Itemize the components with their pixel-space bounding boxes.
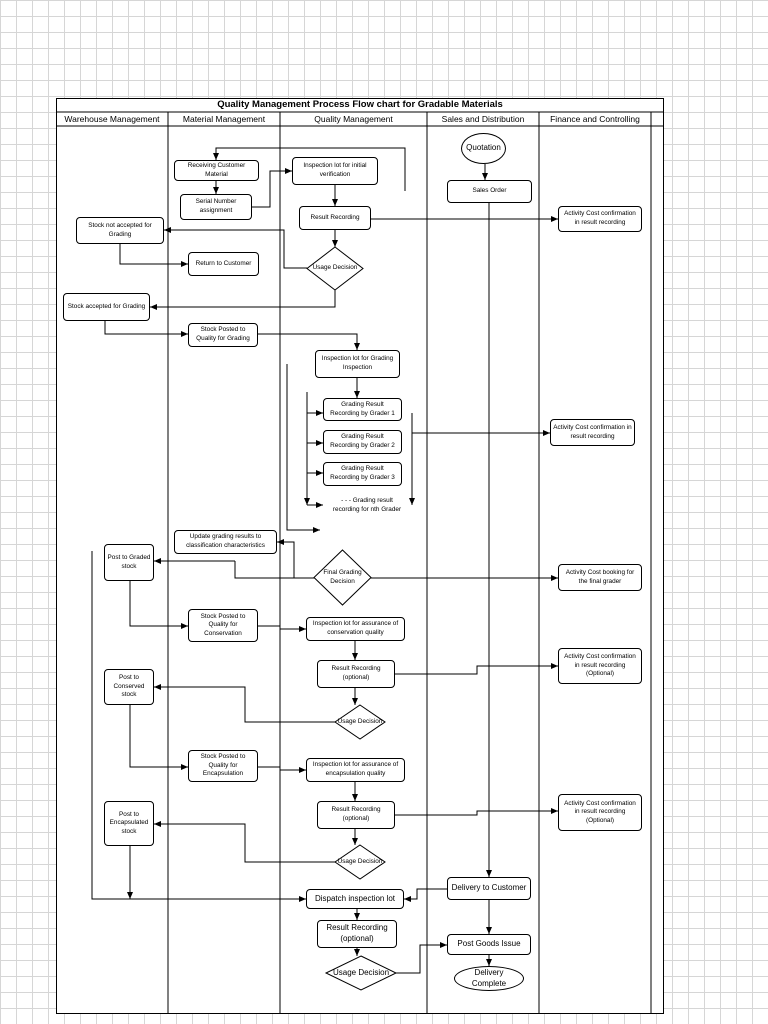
lane-header-sales: Sales and Distribution (441, 114, 525, 124)
inspection-lot-initial-node: Inspection lot for initial verification (292, 157, 378, 185)
stock-not-accepted-node: Stock not accepted for Grading (76, 217, 164, 244)
result-recording-node: Result Recording (299, 206, 371, 230)
post-conserved-stock-node: Post to Conserved stock (104, 669, 154, 705)
inspection-lot-conservation-node: Inspection lot for assurance of conserva… (306, 617, 405, 641)
return-to-customer-node: Return to Customer (188, 252, 259, 276)
usage-decision-diamond-3: Usage Decision (334, 844, 386, 880)
final-grading-label: Final Grading Decision (323, 569, 362, 585)
quotation-node: Quotation (461, 133, 506, 164)
usage-decision-label-3: Usage Decision (337, 857, 383, 865)
usage-decision-label-1: Usage Decision (312, 264, 358, 272)
activity-cost-confirmation-node: Activity Cost confirmation in result rec… (558, 206, 642, 232)
grader-1-node: Grading Result Recording by Grader 1 (323, 398, 402, 421)
result-recording-optional-node-2: Result Recording (optional) (317, 801, 395, 829)
result-recording-optional-node-1: Result Recording (optional) (317, 660, 395, 688)
usage-decision-label-2: Usage Decision (337, 717, 383, 725)
grader-nth-node: - - - Grading result recording for nth G… (332, 497, 402, 513)
receiving-material-node: Receiving Customer Material (174, 160, 259, 181)
lane-header-material: Material Management (182, 114, 266, 124)
inspection-lot-grading-node: Inspection lot for Grading Inspection (315, 350, 400, 378)
usage-decision-label-final: Usage Decision (332, 967, 390, 977)
stock-posted-encapsulation-node: Stock Posted to Quality for Encapsulatio… (188, 750, 258, 782)
lane-header-quality: Quality Management (314, 114, 393, 124)
delivery-complete-node: Delivery Complete (454, 966, 524, 991)
grader-3-node: Grading Result Recording by Grader 3 (323, 462, 402, 486)
diagram-title: Quality Management Process Flow chart fo… (217, 99, 503, 110)
usage-decision-diamond-2: Usage Decision (334, 704, 386, 740)
dispatch-inspection-lot-node: Dispatch inspection lot (306, 889, 404, 909)
usage-decision-diamond-1: Usage Decision (306, 246, 364, 291)
stock-posted-conservation-node: Stock Posted to Quality for Conservation (188, 609, 258, 642)
usage-decision-diamond-final: Usage Decision (324, 955, 398, 991)
post-encapsulated-stock-node: Post to Encapsulated stock (104, 801, 154, 846)
post-goods-issue-node: Post Goods Issue (447, 934, 531, 955)
sales-order-node: Sales Order (447, 180, 532, 203)
update-grading-results-node: Update grading results to classification… (174, 530, 277, 554)
activity-cost-booking-node: Activity Cost booking for the final grad… (558, 564, 642, 591)
serial-number-node: Serial Number assignment (180, 194, 252, 220)
lane-header-warehouse: Warehouse Management (64, 114, 160, 124)
activity-cost-optional-node-2: Activity Cost confirmation in result rec… (558, 794, 642, 831)
stock-accepted-node: Stock accepted for Grading (63, 293, 150, 321)
activity-cost-optional-node-1: Activity Cost confirmation in result rec… (558, 648, 642, 684)
result-recording-final-node: Result Recording (optional) (317, 920, 397, 948)
stock-posted-grading-node: Stock Posted to Quality for Grading (188, 323, 258, 347)
final-grading-diamond: Final Grading Decision (313, 549, 372, 606)
lane-header-finance: Finance and Controlling (550, 114, 640, 124)
post-graded-stock-node: Post to Graded stock (104, 544, 154, 581)
inspection-lot-encapsulation-node: Inspection lot for assurance of encapsul… (306, 758, 405, 782)
delivery-to-customer-node: Delivery to Customer (447, 877, 531, 900)
activity-cost-grading-node: Activity Cost confirmation in result rec… (550, 419, 635, 446)
grader-2-node: Grading Result Recording by Grader 2 (323, 430, 402, 454)
